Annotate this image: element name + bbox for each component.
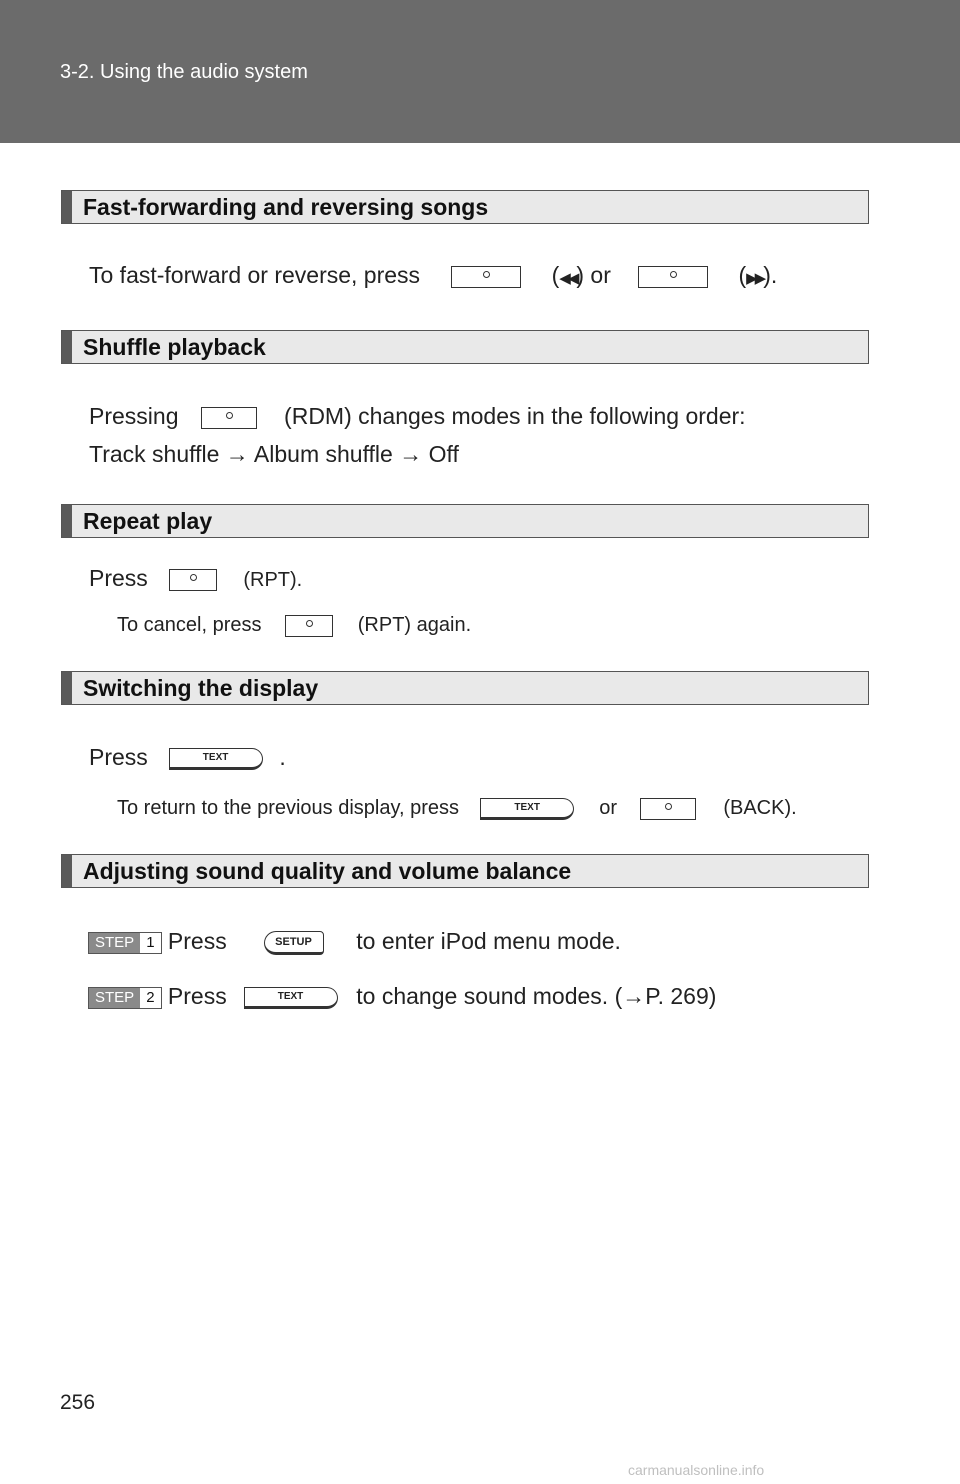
rpt-button[interactable] bbox=[284, 614, 333, 637]
text-button[interactable]: TEXT bbox=[243, 986, 338, 1009]
page-header: 3-2. Using the audio system bbox=[0, 0, 960, 143]
forward-button[interactable] bbox=[637, 265, 708, 288]
section-header-sound: Adjusting sound quality and volume balan… bbox=[61, 854, 869, 888]
section-title: Fast-forwarding and reversing songs bbox=[83, 194, 489, 220]
arrow-icon: → bbox=[225, 441, 249, 467]
rpt-button[interactable] bbox=[168, 568, 217, 591]
page-number: 256 bbox=[60, 1391, 96, 1414]
instruction-repeat: Press (RPT). bbox=[89, 565, 303, 591]
instruction-fast-forward: To fast-forward or reverse, press (◀◀) o… bbox=[89, 262, 778, 288]
text-button[interactable]: TEXT bbox=[480, 797, 575, 820]
rewind-icon: ◀◀ bbox=[559, 270, 579, 287]
watermark: carmanualsonline.info bbox=[628, 1462, 765, 1478]
note-repeat-cancel: To cancel, press (RPT) again. bbox=[117, 614, 472, 637]
back-button[interactable] bbox=[640, 797, 697, 820]
text-button[interactable]: TEXT bbox=[168, 747, 263, 770]
rdm-button[interactable] bbox=[201, 406, 258, 429]
section-header-fast-forward: Fast-forwarding and reversing songs bbox=[61, 190, 869, 224]
section-title: Adjusting sound quality and volume balan… bbox=[83, 858, 572, 884]
section-title: Shuffle playback bbox=[83, 334, 266, 360]
arrow-icon: → bbox=[399, 441, 423, 467]
instruction-display: Press TEXT . bbox=[89, 744, 286, 770]
section-header-shuffle: Shuffle playback bbox=[61, 330, 869, 364]
section-header-display: Switching the display bbox=[61, 671, 869, 705]
rewind-button[interactable] bbox=[450, 265, 521, 288]
breadcrumb: 3-2. Using the audio system bbox=[60, 61, 308, 83]
setup-button[interactable]: SETUP bbox=[263, 930, 324, 955]
section-title: Switching the display bbox=[83, 675, 319, 701]
section-title: Repeat play bbox=[83, 508, 213, 534]
note-display-return: To return to the previous display, press… bbox=[117, 797, 797, 820]
forward-icon: ▶▶ bbox=[746, 270, 766, 287]
instruction-shuffle: Pressing (RDM) changes modes in the foll… bbox=[89, 403, 746, 429]
shuffle-order: Track shuffle → Album shuffle → Off bbox=[89, 441, 459, 467]
arrow-icon: → bbox=[622, 983, 646, 1009]
section-header-repeat: Repeat play bbox=[61, 504, 869, 538]
